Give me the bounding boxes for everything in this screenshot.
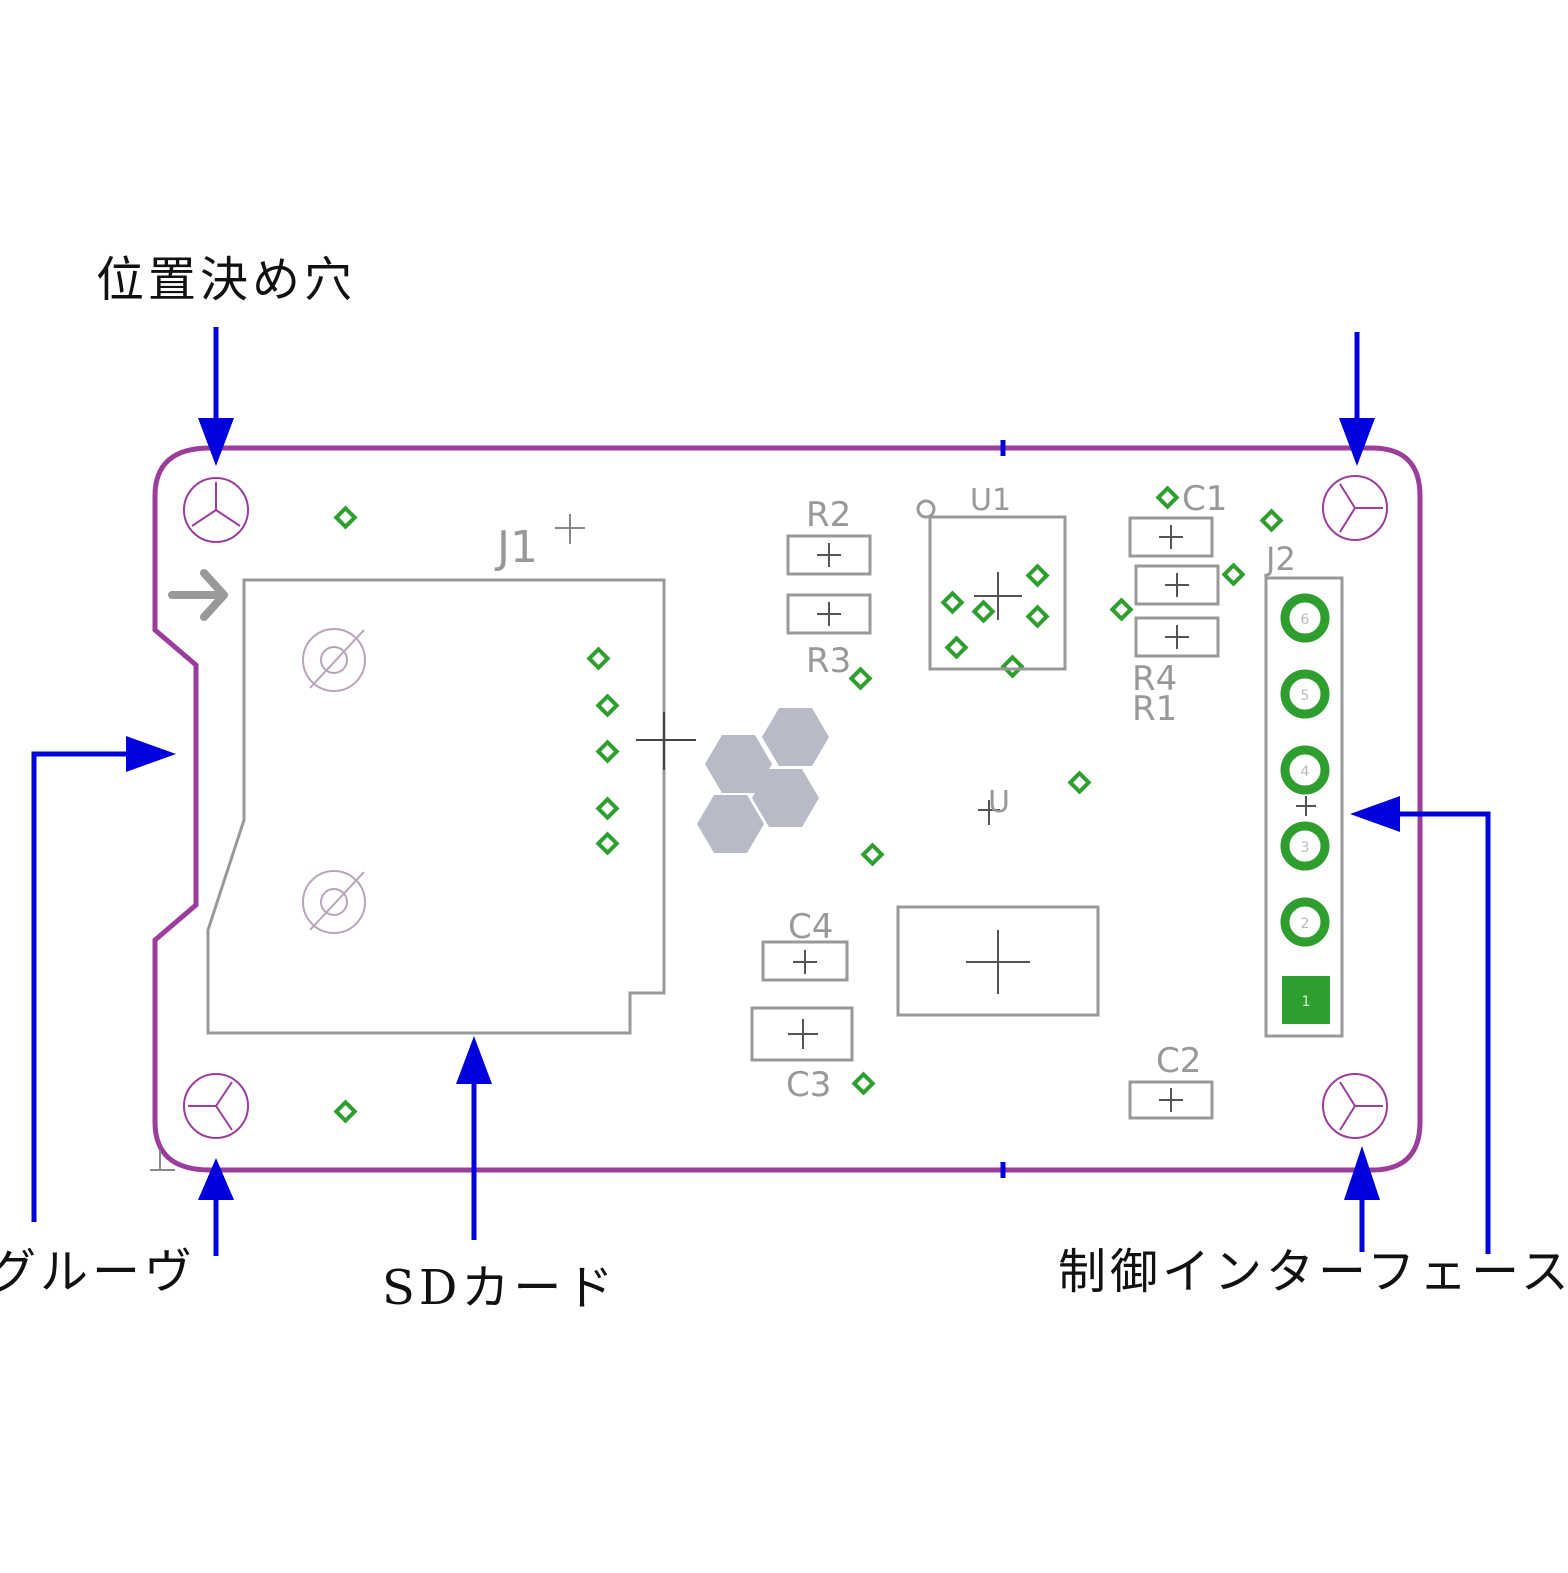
r4-footprint	[1134, 564, 1220, 606]
large-component-footprint	[896, 905, 1100, 1017]
via	[595, 693, 620, 718]
via	[595, 796, 620, 821]
label-c4: C4	[788, 907, 833, 947]
j2-pin-3	[1280, 821, 1330, 871]
label-c3: C3	[786, 1065, 831, 1105]
via	[851, 1071, 876, 1096]
via	[1259, 508, 1284, 533]
mounting-hole-bottom-right	[1322, 1073, 1388, 1139]
via	[971, 599, 996, 624]
hexagon-logo-icon	[697, 708, 829, 853]
r3-footprint	[786, 593, 872, 635]
c4-footprint	[761, 940, 849, 982]
label-r1: R1	[1132, 689, 1177, 729]
j2-pin-6	[1280, 593, 1330, 643]
orientation-arrow-icon	[168, 569, 228, 621]
callout-positioning-hole: 位置決め穴	[96, 252, 357, 308]
via	[1155, 485, 1180, 510]
via	[1221, 562, 1246, 587]
via	[333, 1099, 358, 1124]
r2-footprint	[786, 534, 872, 576]
mounting-hole-top-left	[183, 477, 249, 543]
vias	[333, 485, 1284, 1124]
arrow-control-interface	[1378, 811, 1491, 1254]
board-outline	[152, 445, 1423, 1173]
j2-pin-label-5: 5	[1301, 688, 1310, 704]
j2-pin-label-2: 2	[1301, 916, 1310, 932]
via	[1067, 770, 1092, 795]
j2-pin-4	[1280, 745, 1330, 795]
callout-control-interface: 制御インターフェース	[1058, 1244, 1568, 1300]
sd-holder-peg-top	[302, 628, 366, 692]
label-c2: C2	[1156, 1041, 1201, 1081]
via	[1000, 654, 1025, 679]
j2-pin-label-4: 4	[1301, 764, 1310, 780]
callout-sd-card: SDカード	[382, 1260, 618, 1316]
label-j2: J2	[1264, 540, 1296, 578]
callout-groove: グルーヴ	[0, 1244, 197, 1300]
label-r4: R4	[1132, 659, 1177, 699]
via	[595, 831, 620, 856]
u1-footprint	[928, 515, 1067, 671]
label-r3: R3	[806, 641, 851, 681]
label-u: U	[988, 785, 1010, 820]
j2-header-outline	[1264, 576, 1344, 1038]
j2-pin-5	[1280, 669, 1330, 719]
c2-footprint	[1128, 1080, 1214, 1120]
via	[1025, 604, 1050, 629]
via	[1025, 563, 1050, 588]
via	[333, 505, 358, 530]
mounting-hole-top-right	[1322, 475, 1388, 541]
j2-pins: 6 5 4 3 2 1	[1280, 593, 1330, 1024]
label-r2: R2	[806, 495, 851, 535]
via	[586, 646, 611, 671]
label-j1: J1	[494, 522, 538, 573]
label-u1: U1	[970, 483, 1011, 518]
via	[940, 590, 965, 615]
j2-pin-1	[1282, 976, 1330, 1024]
j2-pin-2	[1280, 897, 1330, 947]
r1-footprint	[1134, 616, 1220, 658]
via	[1109, 597, 1134, 622]
j2-pin-label-6: 6	[1301, 612, 1310, 628]
c3-footprint	[750, 1006, 854, 1062]
sd-card-holder-outline	[206, 578, 666, 1035]
via	[848, 666, 873, 691]
j2-pin-label-1: 1	[1302, 994, 1311, 1010]
via	[595, 739, 620, 764]
via	[860, 842, 885, 867]
arrow-groove	[31, 751, 150, 1222]
c1-footprint	[1128, 516, 1214, 558]
j2-pin-label-3: 3	[1301, 840, 1310, 856]
label-c1: C1	[1182, 479, 1227, 519]
sd-holder-peg-bottom	[302, 870, 366, 934]
mounting-hole-bottom-left	[183, 1073, 249, 1139]
via	[944, 635, 969, 660]
